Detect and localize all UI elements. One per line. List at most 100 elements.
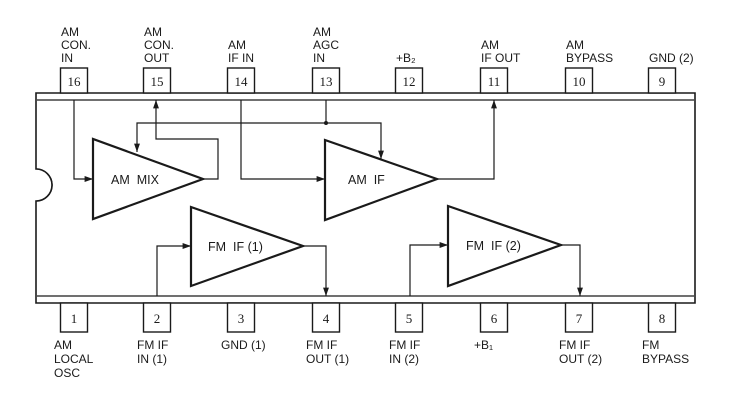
fm-if-2-label: FM IF (2) (466, 239, 521, 253)
am-if-label: AM IF (348, 173, 385, 187)
wiring (73, 100, 583, 296)
pin-box (226, 67, 256, 94)
wire-agc-to-am-if (326, 122, 384, 159)
pin-number: 10 (573, 74, 586, 89)
pin-label: AM (313, 25, 331, 39)
pin-box (311, 67, 341, 94)
pin-box (647, 67, 677, 94)
orientation-notch (35, 168, 53, 202)
pin-number: 16 (68, 74, 82, 89)
pin-number: 8 (659, 311, 666, 326)
pin-number: 3 (238, 311, 245, 326)
pin-label: AM (54, 338, 72, 352)
pin-box (394, 302, 424, 333)
pin-box (142, 302, 172, 333)
pin-box (479, 67, 509, 94)
pin-label: IN (313, 51, 325, 65)
am-mix-triangle (91, 137, 207, 221)
pin-6: 6 +B₁ (474, 302, 509, 352)
pin-label: LOCAL (54, 352, 94, 366)
amplifier-fm-if-1: FM IF (1) (189, 205, 307, 288)
amplifier-am-mix: AM MIX (91, 137, 207, 221)
chip-body (35, 92, 696, 304)
pin-number: 2 (154, 311, 161, 326)
pin-box (59, 302, 89, 333)
pin-label: FM IF (137, 338, 168, 352)
pin-label: GND (1) (221, 338, 266, 352)
pin-label: CON. (61, 38, 91, 52)
pin-label: GND (2) (649, 51, 694, 65)
pin-label: OUT (144, 51, 170, 65)
pin-box (59, 67, 89, 94)
fm-if-1-label: FM IF (1) (208, 240, 263, 254)
pin-label: +B₂ (396, 51, 416, 65)
pin-label: CON. (144, 38, 174, 52)
am-mix-label: AM MIX (111, 173, 160, 187)
wire-am-mix-to-pin15 (153, 100, 219, 180)
pin-box (142, 67, 172, 94)
wire-fm-if-2-to-pin7 (561, 244, 583, 296)
pin-label: FM IF (306, 338, 337, 352)
pin-label: AM (566, 38, 584, 52)
pin-number: 11 (488, 74, 501, 89)
pin-number: 13 (320, 74, 333, 89)
wire-pin14-to-am-if (240, 100, 325, 182)
pin-number: 14 (235, 74, 249, 89)
pin-label: AM (61, 25, 79, 39)
pin-label: IN (1) (137, 352, 167, 366)
pin-box (394, 67, 424, 94)
pin-number: 4 (323, 311, 330, 326)
amplifier-am-if: AM IF (323, 138, 441, 222)
pin-8: 8FM BYPASS (642, 302, 689, 366)
pin-12: 12 +B₂ (394, 51, 424, 94)
pin-box (564, 67, 594, 94)
pin-box (647, 302, 677, 333)
wire-pin16-to-am-mix (73, 100, 93, 182)
wire-agc-to-am-mix (134, 122, 326, 152)
amplifier-fm-if-2: FM IF (2) (446, 204, 565, 288)
pin-label: BYPASS (566, 51, 613, 65)
pin-label: FM (642, 338, 659, 352)
pin-number: 1 (71, 311, 78, 326)
pin-box (226, 302, 256, 333)
wire-am-if-to-pin11 (437, 100, 497, 180)
wire-pin2-to-fm-if-1 (156, 243, 191, 296)
pin-number: 5 (406, 311, 413, 326)
pin-number: 7 (576, 311, 583, 326)
pin-label: OUT (2) (559, 352, 602, 366)
pin-label: IF IN (228, 51, 254, 65)
pin-label: AM (481, 38, 499, 52)
pin-label: FM IF (389, 338, 420, 352)
pin-label: IN (61, 51, 73, 65)
pin-label: AM (228, 38, 246, 52)
pin-box (564, 302, 594, 333)
pin-label: OSC (54, 366, 80, 380)
pin-box (479, 302, 509, 333)
fm-if-2-triangle (446, 204, 565, 288)
pin-label: BYPASS (642, 352, 689, 366)
wire-pin5-to-fm-if-2 (409, 242, 448, 296)
pin-box (311, 302, 341, 333)
pin-9: 9 GND (2) (647, 51, 694, 94)
pin-number: 15 (151, 74, 164, 89)
fm-if-1-triangle (189, 205, 307, 288)
pin-number: 6 (491, 311, 498, 326)
pin-number: 12 (403, 74, 416, 89)
pin-label: +B₁ (474, 338, 493, 352)
pin-number: 9 (659, 74, 666, 89)
pin-label: FM IF (559, 338, 590, 352)
agc-junction-dot (324, 121, 328, 125)
